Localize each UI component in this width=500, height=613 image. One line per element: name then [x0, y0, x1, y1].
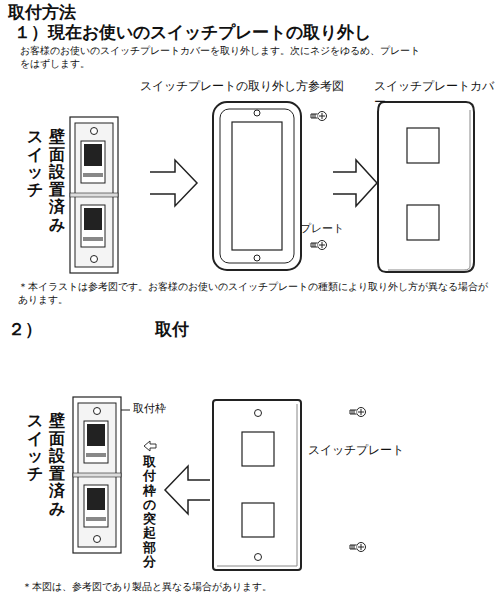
step-number: ２） [8, 318, 42, 340]
vertical-label: 壁面設置済み [49, 412, 65, 518]
part-name: スイッチプレートカバー [374, 79, 500, 110]
vertical-label: スイッチ [27, 412, 43, 482]
step-heading: １）現在お使いのスイッチプレートの取り外し [14, 21, 494, 43]
note-text: ＊本イラストは参考図です。お客様のお使いのスイッチプレートの種類により取り外し方… [18, 280, 488, 306]
vertical-label: 壁面設置済み [49, 128, 65, 234]
part-name: プレート [300, 222, 344, 236]
page-title: 取付方法 [8, 1, 76, 23]
instruction-text: お客様のお使いのスイッチプレートカバーを取り外します。次にネジをゆるめ、プレート… [20, 44, 420, 70]
step-heading: 取付 [155, 318, 189, 340]
figure-caption: スイッチプレートの取り外し方参考図 [140, 79, 344, 95]
vertical-label: 取付枠の突起部分 [143, 455, 156, 569]
vertical-label: スイッチ [27, 128, 43, 198]
part-name: スイッチプレート [308, 443, 404, 459]
part-name: 取付枠 [133, 402, 166, 416]
note-text: ＊本図は、参考図であり製品と異なる場合があります。 [22, 580, 492, 593]
